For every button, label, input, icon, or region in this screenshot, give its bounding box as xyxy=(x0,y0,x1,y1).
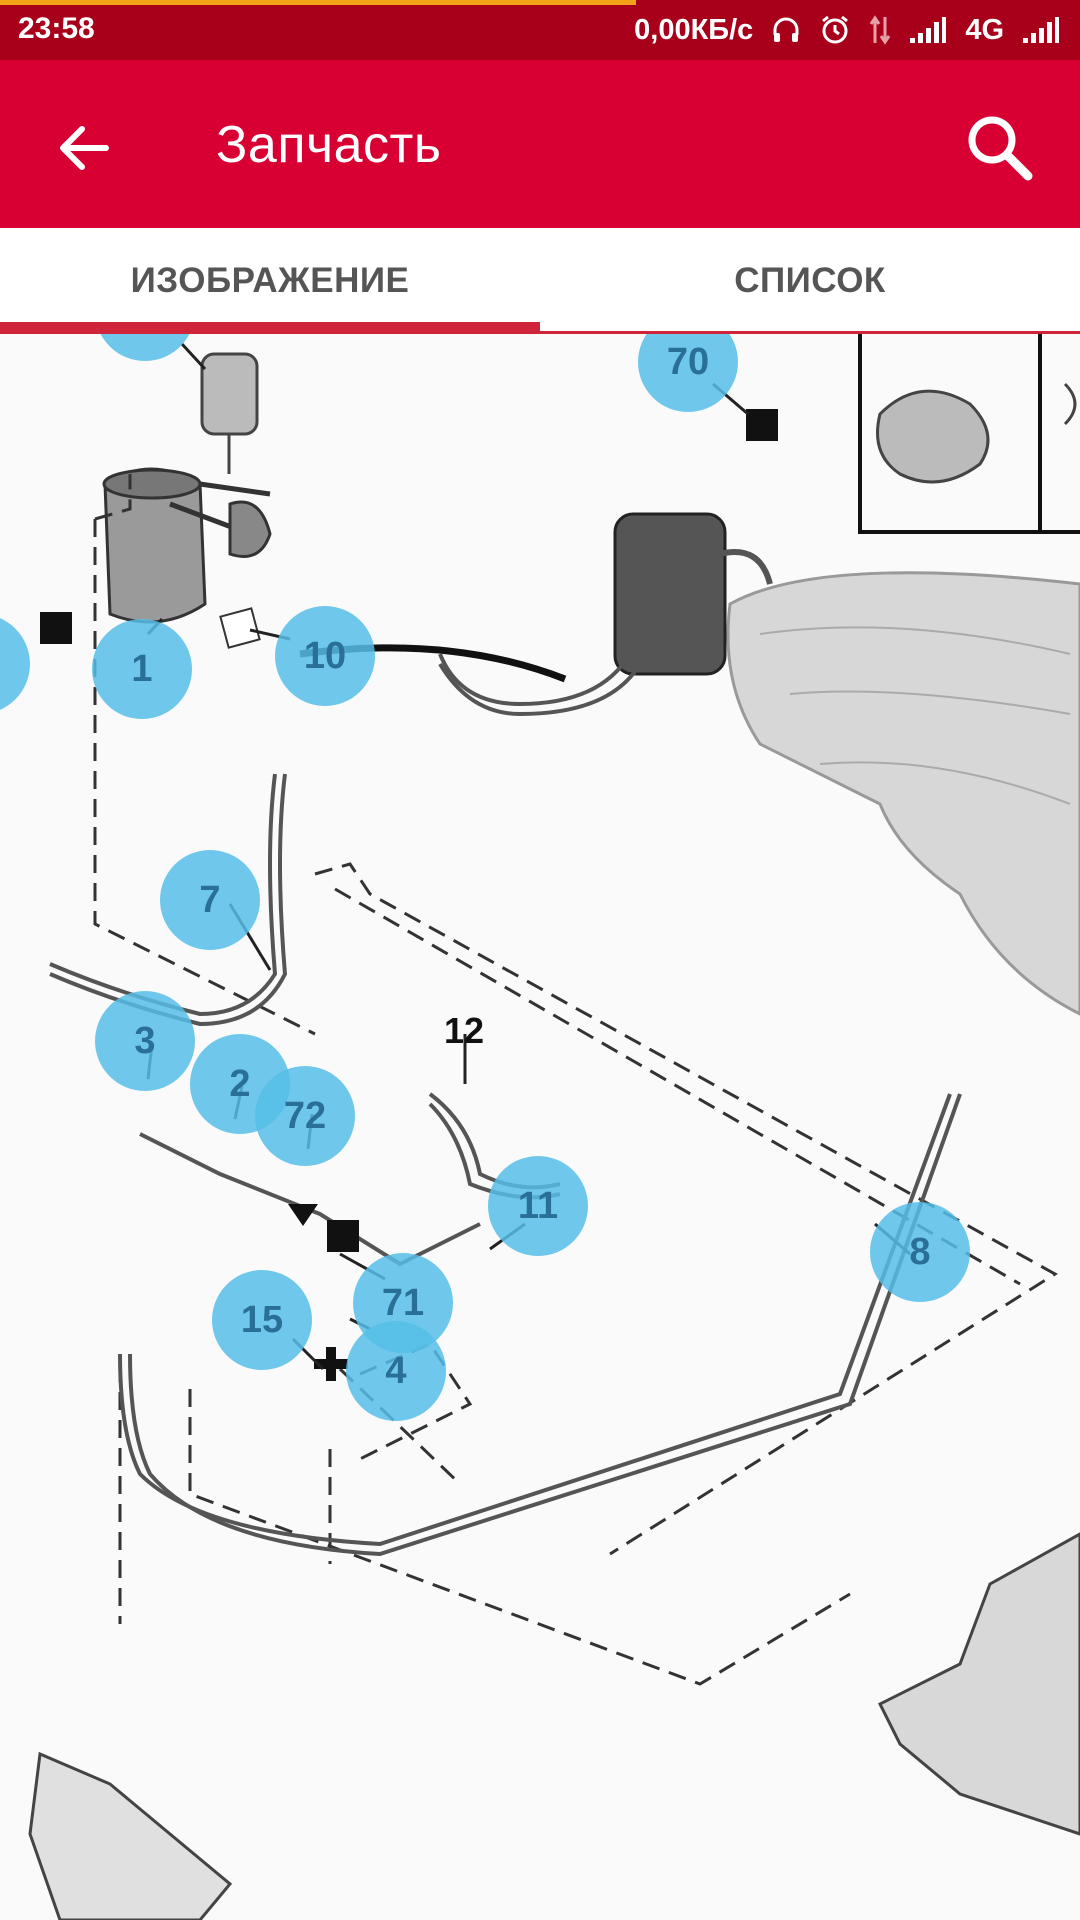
callout-70[interactable]: 70 xyxy=(638,334,738,412)
back-button[interactable] xyxy=(48,112,120,184)
fuel-filter xyxy=(200,352,259,474)
status-time: 23:58 xyxy=(18,12,95,45)
tab-list[interactable]: СПИСОК xyxy=(734,261,886,300)
app-bar: Запчасть xyxy=(0,60,1080,228)
callout-15[interactable]: 15 xyxy=(212,1270,312,1370)
parts-diagram[interactable]: 5 70 10 1 10 10 7 3 2 72 12 11 8 71 15 4 xyxy=(0,334,1080,1920)
signal-icon xyxy=(1022,16,1060,44)
callout-11[interactable]: 11 xyxy=(488,1156,588,1256)
network-speed: 0,00КБ/с xyxy=(634,13,754,46)
callout-7[interactable]: 7 xyxy=(160,850,260,950)
data-arrows-icon xyxy=(869,15,891,45)
callout-4[interactable]: 4 xyxy=(346,1321,446,1421)
callout-10[interactable]: 10 xyxy=(275,606,375,706)
tab-image[interactable]: ИЗОБРАЖЕНИЕ xyxy=(130,261,410,300)
markers xyxy=(40,409,778,1381)
canister-center xyxy=(613,512,773,676)
exploded-view-drawing xyxy=(28,334,1080,1920)
alarm-icon xyxy=(819,14,851,46)
inset-detail xyxy=(858,334,1080,534)
canister-left xyxy=(102,467,272,624)
intake-manifold-right xyxy=(877,1532,1080,1836)
tab-divider xyxy=(540,331,1080,334)
tab-selected-indicator xyxy=(0,322,540,334)
callout-72[interactable]: 72 xyxy=(255,1066,355,1166)
signal-icon xyxy=(909,16,947,44)
fuel-lines xyxy=(49,652,962,1557)
search-button[interactable] xyxy=(956,104,1042,190)
tab-bar: ИЗОБРАЖЕНИЕ СПИСОК xyxy=(0,228,1080,334)
part-label-12: 12 xyxy=(444,1010,485,1051)
callout-3[interactable]: 3 xyxy=(95,991,195,1091)
callout-1[interactable]: 1 xyxy=(92,619,192,719)
status-bar: 23:58 0,00КБ/с 4G xyxy=(0,0,1080,60)
headphones-icon xyxy=(771,15,801,45)
bracket-bottom-left xyxy=(28,1751,233,1920)
search-icon xyxy=(968,116,1033,181)
status-icons: 0,00КБ/с 4G xyxy=(634,10,1060,50)
network-type: 4G xyxy=(965,13,1004,46)
page-title: Запчасть xyxy=(216,116,442,174)
arrow-back-icon xyxy=(60,126,109,170)
callout-8[interactable]: 8 xyxy=(870,1202,970,1302)
fuel-tank xyxy=(726,571,1080,1016)
download-progress-bar xyxy=(0,0,636,5)
